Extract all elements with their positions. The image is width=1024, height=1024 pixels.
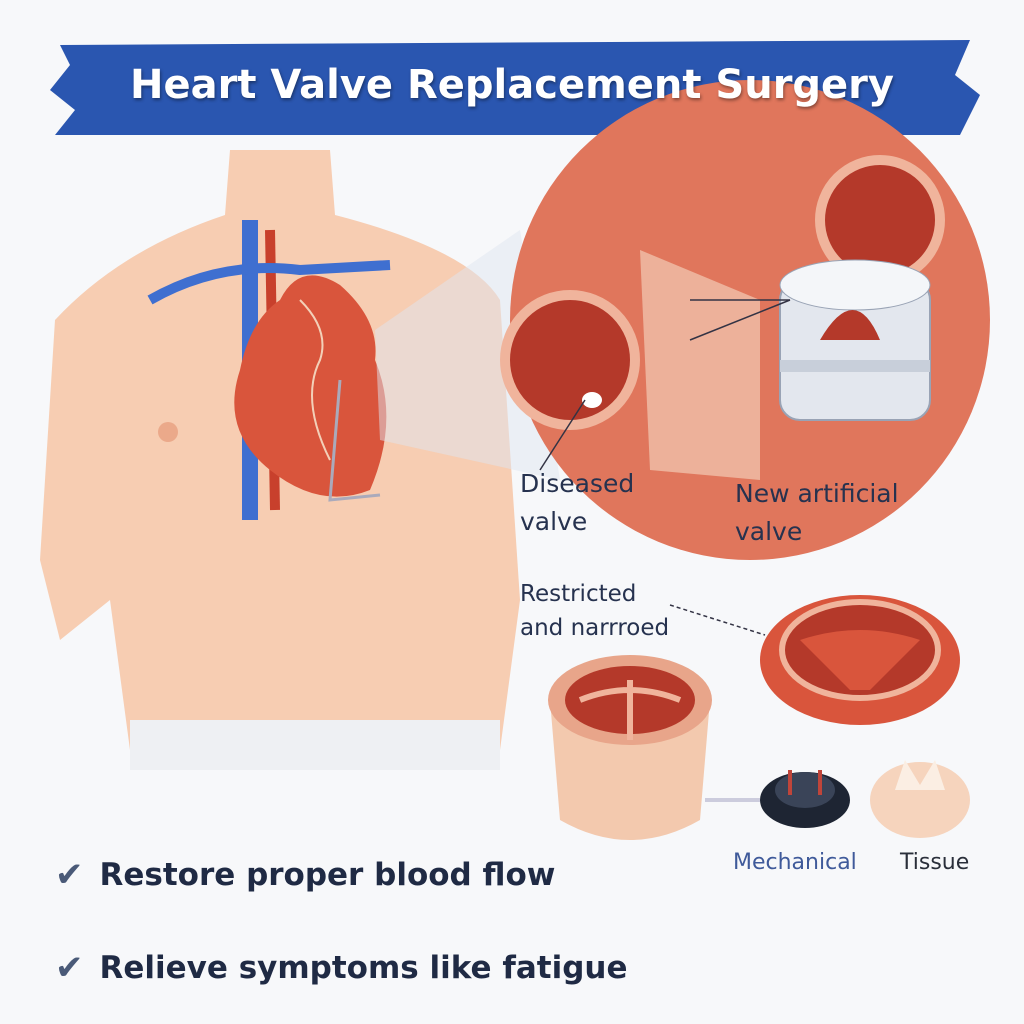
checkmark-icon: ✔ xyxy=(55,855,84,895)
label-line: and narrroed xyxy=(520,615,670,641)
restricted-label: Restricted and narrroed xyxy=(520,577,669,645)
checkmark-icon: ✔ xyxy=(55,948,84,988)
restricted-valve-icon xyxy=(760,595,960,725)
benefit-item: ✔ Restore proper blood flow xyxy=(55,855,555,895)
new-valve-label: New artificial valve xyxy=(735,475,899,551)
benefit-text: Restore proper blood flow xyxy=(99,857,556,893)
nipple xyxy=(158,422,178,442)
benefit-text: Relieve symptoms like fatigue xyxy=(99,950,628,986)
waistband xyxy=(130,720,500,770)
label-line: valve xyxy=(520,507,588,536)
subclavian-vessel xyxy=(147,260,391,305)
tissue-label: Tissue xyxy=(900,850,970,875)
label-line: Restricted xyxy=(520,581,637,607)
diseased-valve-label: Diseased valve xyxy=(520,465,634,541)
artificial-valve-icon xyxy=(779,259,931,421)
tissue-valve-icon xyxy=(870,760,970,838)
label-line: Diseased xyxy=(520,469,635,498)
label-line: New artificial xyxy=(735,479,899,508)
benefit-item: ✔ Relieve symptoms like fatigue xyxy=(55,948,628,988)
label-line: valve xyxy=(735,517,803,546)
page-title: Heart Valve Replacement Surgery xyxy=(130,62,894,108)
mechanical-valve-icon xyxy=(760,770,850,828)
mechanical-label: Mechanical xyxy=(733,850,857,875)
diseased-valve-icon xyxy=(548,655,712,840)
heart xyxy=(234,275,387,497)
